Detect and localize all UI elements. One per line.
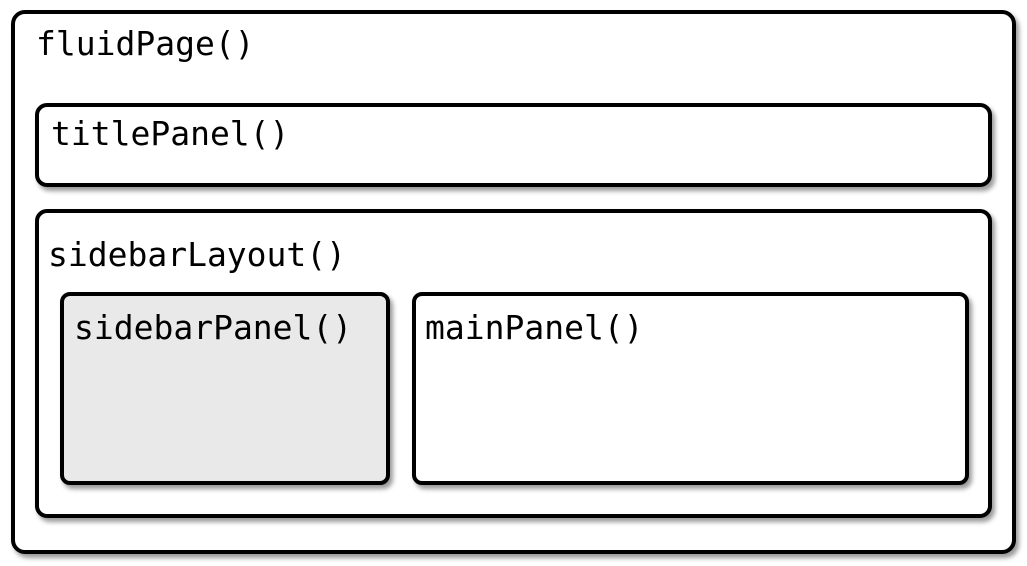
- fluid-page-box: fluidPage() titlePanel() sidebarLayout()…: [11, 10, 1016, 554]
- sidebar-layout-box: sidebarLayout() sidebarPanel() mainPanel…: [35, 209, 992, 518]
- sidebar-panel-label: sidebarPanel(): [74, 308, 353, 347]
- title-panel-box: titlePanel(): [35, 103, 992, 187]
- fluid-page-label: fluidPage(): [36, 24, 255, 63]
- title-panel-label: titlePanel(): [51, 114, 290, 153]
- sidebar-layout-label: sidebarLayout(): [48, 235, 347, 274]
- sidebar-panel-box: sidebarPanel(): [60, 292, 390, 485]
- main-panel-box: mainPanel(): [412, 292, 969, 485]
- main-panel-label: mainPanel(): [425, 308, 644, 347]
